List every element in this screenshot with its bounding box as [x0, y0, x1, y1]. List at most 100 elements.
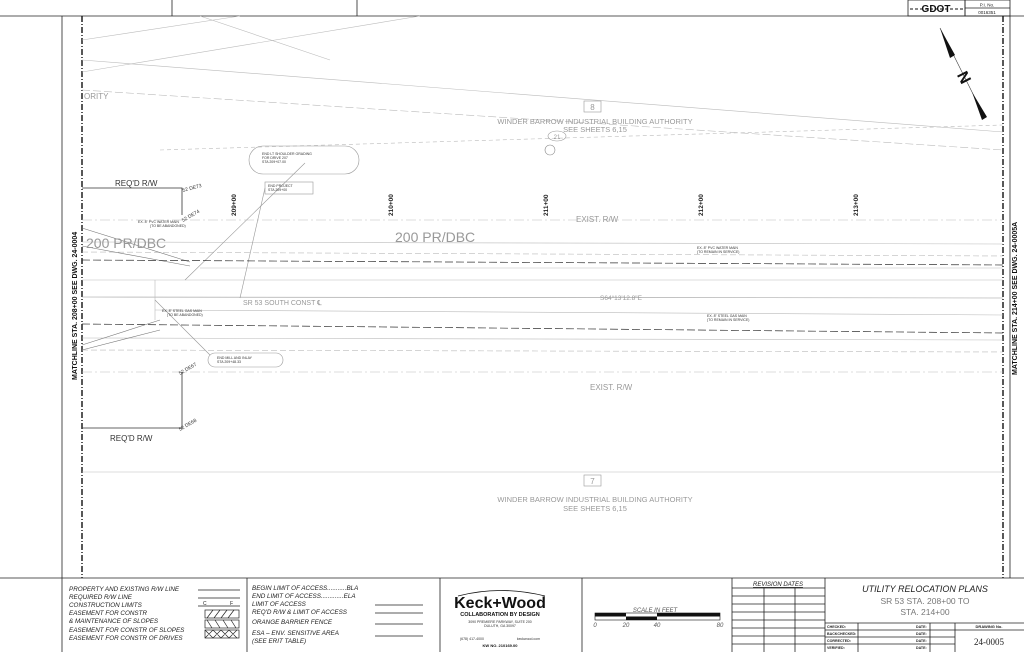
station-label: 209+00 — [231, 194, 238, 216]
reqd-rw-top: REQ'D R/W — [115, 179, 158, 188]
svg-text:DATE:: DATE: — [916, 639, 927, 643]
callout-water-abandon: EX. 8" PVC WATER MAIN (TO BE ABANDONED) — [138, 220, 186, 228]
callout-end-shoulder: END LT SHOULDER GRADING FOR DRIVE 207 ST… — [248, 145, 360, 175]
parcel-7-see: SEE SHEETS 6,15 — [563, 504, 627, 513]
svg-text:SCALE IN FEET: SCALE IN FEET — [633, 608, 679, 614]
parcel-8-owner: WINDER BARROW INDUSTRIAL BUILDING AUTHOR… — [497, 117, 692, 126]
svg-text:(TO BE ABANDONED): (TO BE ABANDONED) — [167, 313, 203, 317]
svg-text:(TO REMAIN IN SERVICE): (TO REMAIN IN SERVICE) — [697, 250, 739, 254]
station-label: 213+00 — [853, 194, 860, 216]
legend-symbol-f: F — [230, 601, 233, 607]
svg-text:STA 209+48.33: STA 209+48.33 — [217, 360, 241, 364]
svg-text:EX. 8" STEEL GAS MAIN: EX. 8" STEEL GAS MAIN — [707, 314, 747, 318]
parcel-8-see: SEE SHEETS 6,15 — [563, 125, 627, 134]
svg-text:PROPERTY AND EXISTING R/W LINE: PROPERTY AND EXISTING R/W LINE — [69, 586, 180, 593]
legend-symbols — [198, 589, 423, 639]
exist-rw-bottom: EXIST. R/W — [590, 383, 633, 392]
svg-text:& MAINTENANCE OF SLOPES: & MAINTENANCE OF SLOPES — [69, 618, 159, 625]
callout-end-project: END PROJECT STA 209+00 — [264, 181, 314, 195]
callout-end-mill: END MILL AND INLAY STA 209+48.33 — [207, 352, 284, 368]
tag-21 — [547, 130, 567, 142]
reqd-rw-bottom: REQ'D R/W — [110, 434, 153, 443]
svg-text:STA 209+00: STA 209+00 — [268, 188, 287, 192]
parcel-7-number: 7 — [590, 477, 595, 486]
plan-linework — [81, 15, 1004, 473]
svg-text:DULUTH, GA 30097: DULUTH, GA 30097 — [484, 624, 516, 628]
svg-text:REQ'D R/W & LIMIT OF ACCESS: REQ'D R/W & LIMIT OF ACCESS — [252, 609, 348, 616]
tag-21-label: 21 — [554, 135, 561, 141]
callout-gas-abandon: EX. 8" STEEL GAS MAIN (TO BE ABANDONED) — [162, 309, 203, 317]
svg-text:(TO BE ABANDONED): (TO BE ABANDONED) — [150, 224, 186, 228]
road-label-left: 200 PR/DBC — [86, 235, 166, 251]
svg-text:FOR DRIVE 207: FOR DRIVE 207 — [262, 156, 288, 160]
sheet-subtitle-2: STA. 214+00 — [900, 607, 949, 617]
station-label: 212+00 — [698, 194, 705, 216]
sheet-subtitle-1: SR 53 STA. 208+00 TO — [880, 596, 969, 606]
station-labels: 209+00 210+00 211+00 212+00 213+00 — [231, 194, 860, 216]
pi-value: 0016351 — [978, 10, 996, 15]
pi-label: P.I. No. — [980, 3, 994, 8]
station-label: 211+00 — [543, 194, 550, 216]
svg-text:20: 20 — [622, 623, 630, 629]
svg-text:(SEE ERIT TABLE): (SEE ERIT TABLE) — [252, 638, 306, 645]
matchline-right-label: MATCHLINE STA. 214+00 SEE DWG. 24-0005A — [1012, 222, 1019, 375]
svg-text:52 DE73: 52 DE73 — [182, 183, 203, 194]
drawing-no: 24-0005 — [974, 637, 1004, 647]
svg-text:3090 PREMIERE PARKWAY, SUITE 2: 3090 PREMIERE PARKWAY, SUITE 200 — [468, 620, 532, 624]
reqd-rw-top-line — [82, 187, 183, 215]
svg-text:VERIFIED:: VERIFIED: — [827, 646, 845, 650]
svg-text:CONSTRUCTION LIMITS: CONSTRUCTION LIMITS — [69, 602, 143, 609]
callout-gas-service: EX. 8" STEEL GAS MAIN (TO REMAIN IN SERV… — [707, 314, 749, 322]
svg-text:REQUIRED R/W LINE: REQUIRED R/W LINE — [69, 594, 133, 601]
top-strip — [0, 0, 1024, 578]
svg-text:DATE:: DATE: — [916, 625, 927, 629]
svg-text:(678) 417-4000: (678) 417-4000 — [460, 637, 484, 641]
baseline-label: SR 53 SOUTH CONST ℄ — [243, 300, 322, 307]
reqd-rw-bottom-line — [82, 372, 183, 429]
svg-text:0: 0 — [593, 623, 597, 629]
svg-text:(TO REMAIN IN SERVICE): (TO REMAIN IN SERVICE) — [707, 318, 749, 322]
svg-text:EX. 8" STEEL GAS MAIN: EX. 8" STEEL GAS MAIN — [162, 309, 202, 313]
road-label: 200 PR/DBC — [395, 229, 475, 245]
check-rows: CHECKED: BACKCHECKED: CORRECTED: VERIFIE… — [827, 625, 927, 650]
svg-text:END PROJECT: END PROJECT — [268, 184, 294, 188]
svg-text:EASEMENT FOR CONSTR OF SLOPES: EASEMENT FOR CONSTR OF SLOPES — [69, 627, 185, 634]
svg-text:END MILL AND INLAY: END MILL AND INLAY — [217, 356, 253, 360]
legend: PROPERTY AND EXISTING R/W LINE REQUIRED … — [69, 585, 358, 645]
station-label: 210+00 — [388, 194, 395, 216]
drawing-no-label: DRAWING No. — [976, 624, 1003, 629]
scale-bar: SCALE IN FEET 0 20 40 80 — [593, 608, 724, 629]
svg-text:CHECKED:: CHECKED: — [827, 625, 846, 629]
svg-text:LIMIT OF ACCESS: LIMIT OF ACCESS — [252, 601, 307, 608]
parcel-7-owner: WINDER BARROW INDUSTRIAL BUILDING AUTHOR… — [497, 495, 692, 504]
parcel-8-box — [583, 100, 602, 113]
svg-text:Keck+Wood: Keck+Wood — [454, 595, 546, 612]
svg-text:DATE:: DATE: — [916, 632, 927, 636]
sheet-title: UTILITY RELOCATION PLANS — [862, 584, 988, 594]
utility-pole-icon — [544, 144, 556, 156]
matchline-left-label: MATCHLINE STA. 208+00 SEE DWG. 24-0004 — [72, 232, 79, 380]
revision-dates-title: REVISION DATES — [753, 582, 803, 588]
svg-text:KW NO. 210169.00: KW NO. 210169.00 — [483, 643, 519, 648]
svg-text:CORRECTED:: CORRECTED: — [827, 639, 851, 643]
svg-text:keckwood.com: keckwood.com — [517, 637, 540, 641]
callout-water-service: EX. 8" PVC WATER MAIN (TO REMAIN IN SERV… — [697, 246, 739, 254]
svg-text:STA 209+07.00: STA 209+07.00 — [262, 160, 286, 164]
svg-text:END LT SHOULDER GRADING: END LT SHOULDER GRADING — [262, 152, 312, 156]
svg-text:40: 40 — [654, 623, 661, 629]
exist-rw-top: EXIST. R/W — [576, 215, 619, 224]
bearing-label: S64°13'12.8"E — [600, 294, 643, 302]
svg-text:BACKCHECKED:: BACKCHECKED: — [827, 632, 856, 636]
svg-text:80: 80 — [717, 623, 724, 629]
svg-text:DATE:: DATE: — [916, 646, 927, 650]
svg-text:EX. 8" PVC WATER MAIN: EX. 8" PVC WATER MAIN — [138, 220, 179, 224]
svg-text:ESA – ENV. SENSITIVE AREA: ESA – ENV. SENSITIVE AREA — [252, 630, 339, 637]
svg-text:EASEMENT FOR CONSTR: EASEMENT FOR CONSTR — [69, 610, 147, 617]
svg-text:END LIMIT OF ACCESS...........: END LIMIT OF ACCESS.............ELA — [252, 593, 356, 600]
svg-text:COLLABORATION BY DESIGN: COLLABORATION BY DESIGN — [460, 612, 540, 618]
svg-text:ORANGE BARRIER FENCE: ORANGE BARRIER FENCE — [252, 619, 333, 626]
firm-logo: Keck+Wood COLLABORATION BY DESIGN 3090 P… — [454, 590, 546, 648]
svg-text:EASEMENT FOR CONSTR OF DRIVES: EASEMENT FOR CONSTR OF DRIVES — [69, 635, 183, 642]
parcel-7-box — [583, 474, 602, 487]
